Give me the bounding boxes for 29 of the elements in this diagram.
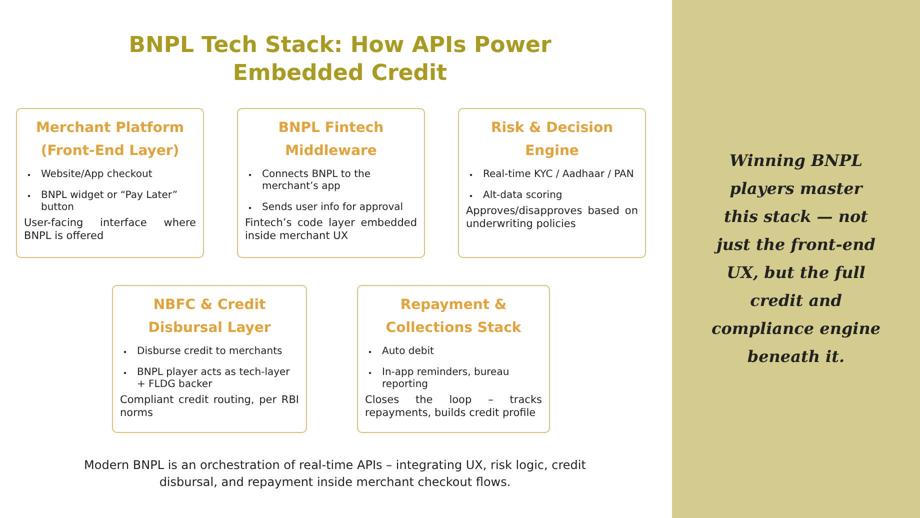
- bullet-item: Connects BNPL to the merchant’s app: [245, 169, 417, 193]
- card-description: Closes the loop – tracks repayments, builds credit profile: [365, 394, 542, 420]
- bullet-item: BNPL widget or “Pay Later” button: [24, 190, 196, 214]
- bullet-item: BNPL player acts as tech-layer + FLDG backer: [120, 367, 299, 391]
- card-description: Compliant credit routing, per RBI norms: [120, 394, 299, 420]
- bullet-item: Website/App checkout: [24, 169, 196, 181]
- bullet-item: Auto debit: [365, 346, 542, 358]
- bullet-item: Real-time KYC / Aadhaar / PAN: [466, 169, 638, 181]
- card-heading: Repayment & Collections Stack: [384, 296, 522, 338]
- bullet-item: Disburse credit to merchants: [120, 346, 299, 358]
- bullet-item: In-app reminders, bureau reporting: [365, 367, 542, 391]
- layer-card: [16, 108, 204, 258]
- layer-card: [458, 108, 646, 258]
- side-panel: [672, 0, 920, 518]
- layer-card: [357, 285, 550, 433]
- card-heading: NBFC & Credit Disbursal Layer: [147, 296, 272, 338]
- card-heading: BNPL Fintech Middleware: [277, 119, 385, 161]
- card-description: Fintech’s code layer embedded inside merchant UX: [245, 217, 417, 243]
- panel-quote: Winning BNPL players master this stack — not just the front-end UX, but the full credit and compliance engine beneath it.: [711, 150, 881, 368]
- caption-text: Modern BNPL is an orchestration of real-time APIs – integrating UX, risk logic, credit disbursal, and repayment inside merchant checkout flows.: [83, 457, 587, 491]
- card-heading: Merchant Platform (Front-End Layer): [35, 119, 185, 161]
- slide-title: BNPL Tech Stack: How APIs Power Embedded Credit: [128, 32, 552, 88]
- bullet-item: Alt-data scoring: [466, 190, 638, 202]
- card-heading: Risk & Decision Engine: [490, 119, 614, 161]
- card-description: Approves/disapproves based on underwriting policies: [466, 205, 638, 231]
- layer-card: [112, 285, 307, 433]
- layer-card: [237, 108, 425, 258]
- card-description: User-facing interface where BNPL is offered: [24, 217, 196, 243]
- bullet-item: Sends user info for approval: [245, 202, 417, 214]
